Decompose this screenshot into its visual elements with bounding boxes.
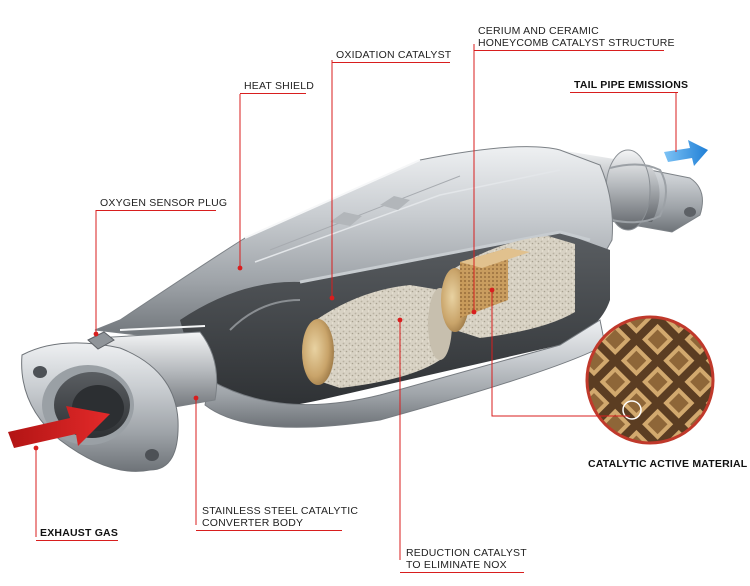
oxygen-sensor-plug-shape (87, 331, 115, 350)
label-cerium-line1: CERIUM AND CERAMIC (478, 25, 599, 37)
label-cerium-line2: HONEYCOMB CATALYST STRUCTURE (478, 37, 675, 49)
underline-heat-shield (240, 93, 306, 94)
underline-oxygen-sensor (96, 210, 216, 211)
underline-reduction (400, 572, 524, 573)
leader-lines (35, 44, 677, 560)
label-oxidation-catalyst: OXIDATION CATALYST (336, 49, 452, 61)
label-reduction-line1: REDUCTION CATALYST (406, 547, 527, 559)
label-tail-pipe-emissions: TAIL PIPE EMISSIONS (574, 79, 689, 91)
reduction-substrate (441, 236, 575, 338)
underline-cerium (474, 50, 664, 51)
label-catalytic-active-material: CATALYTIC ACTIVE MATERIAL (588, 458, 748, 470)
label-reduction-line2: TO ELIMINATE NOX (406, 559, 507, 571)
honeycomb-magnifier (585, 315, 715, 445)
underline-stainless (196, 530, 342, 531)
underline-tail-pipe (570, 92, 678, 93)
exhaust-inflow-arrow (8, 406, 110, 448)
label-stainless-line1: STAINLESS STEEL CATALYTIC (202, 505, 359, 517)
leader-catalytic-active (491, 290, 630, 417)
label-heat-shield: HEAT SHIELD (244, 80, 315, 92)
leader-dots (33, 265, 495, 451)
underline-oxidation (332, 62, 450, 63)
tail-pipe-outflow-arrow (664, 140, 708, 166)
label-exhaust-gas: EXHAUST GAS (40, 527, 119, 539)
label-oxygen-sensor-plug: OXYGEN SENSOR PLUG (100, 197, 228, 209)
label-stainless-line2: CONVERTER BODY (202, 517, 304, 529)
underline-exhaust (36, 540, 118, 541)
